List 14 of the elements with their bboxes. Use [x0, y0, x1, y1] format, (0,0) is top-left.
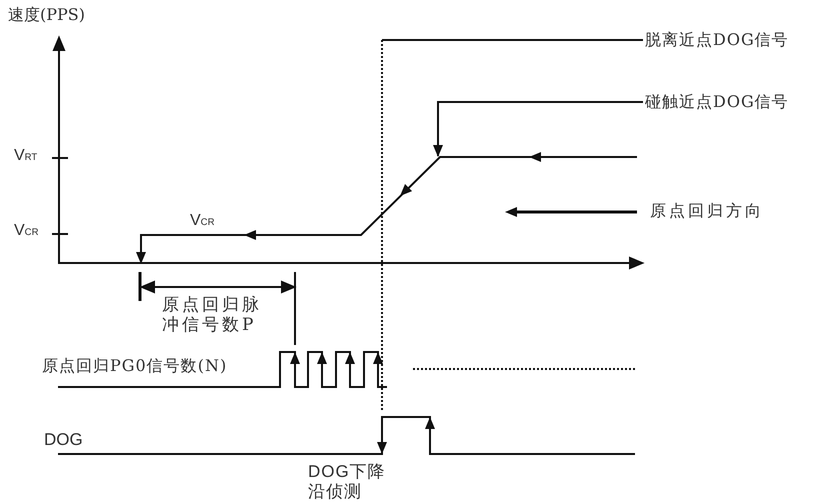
leader-line: [382, 39, 643, 41]
direction-label: 原点回归方向: [650, 202, 764, 220]
tick-label: V$_{CR}$: [14, 222, 39, 240]
signal-label: 原点回归PG0信号数(N): [42, 357, 228, 376]
tick-label: V$_{RT}$: [14, 147, 38, 166]
callout-label: 脱离近点DOG信号: [645, 30, 789, 50]
curve-label: V$_{CR}$: [190, 212, 215, 230]
callout-label: 碰触近点DOG信号: [645, 92, 789, 112]
note-label: DOG下降沿侦测: [308, 462, 387, 502]
dimension-label: 原点回归脉冲信号数P: [162, 296, 263, 336]
axis-title: 速度(PPS): [8, 6, 85, 24]
leader-line: [433, 101, 643, 157]
signal-label: DOG: [44, 430, 83, 450]
speed-curve: [136, 152, 637, 264]
